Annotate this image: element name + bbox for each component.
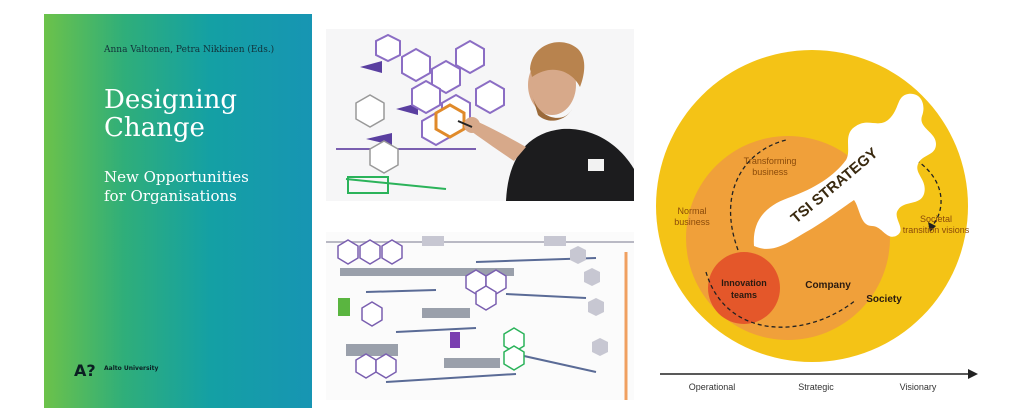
publisher-name: Aalto University [104,365,159,372]
transforming-label-1: Transforming [744,156,797,166]
transforming-label-2: business [752,167,788,177]
normal-label-2: business [674,217,710,227]
diagram-svg: TSI STRATEGY Innovation teams Company So… [656,50,978,392]
innovation-label-1: Innovation [721,278,767,288]
arrow-head-right [928,222,936,232]
business-label-3: visions [892,148,920,158]
aalto-logo: A? [74,361,96,380]
cover-subtitle-line2: for Organisations [104,187,237,205]
book-cover: Anna Valtonen, Petra Nikkinen (Eds.) Des… [44,14,312,408]
business-label-2: transformation [877,137,935,147]
business-label-1: Business [888,126,925,136]
roadmap-illustration [326,232,634,400]
innovation-circle [708,252,780,324]
cover-title: Designing Change [104,86,237,142]
company-label: Company [805,280,851,291]
cover-subtitle-line1: New Opportunities [104,168,249,186]
innovation-label-2: teams [731,290,757,300]
cover-title-line2: Change [104,113,205,143]
dashed-arc-bottom [705,271,857,328]
normal-label-1: Normal [677,206,706,216]
workshop-photo [326,29,634,201]
roadmap-image [326,232,634,400]
societal-label-1: Societal [920,214,952,224]
axis-label-operational: Operational [689,382,736,392]
tsi-strategy-diagram: TSI STRATEGY Innovation teams Company So… [646,40,986,400]
dashed-arc-right [915,159,942,227]
societal-label-2: transition visions [903,225,970,235]
cover-editors: Anna Valtonen, Petra Nikkinen (Eds.) [104,45,275,55]
cover-title-line1: Designing [104,85,237,115]
axis-label-strategic: Strategic [798,382,834,392]
workshop-photo-illustration [326,29,634,201]
cover-subtitle: New Opportunities for Organisations [104,168,249,206]
axis-arrowhead [968,369,978,379]
strategy-blob [753,93,936,249]
society-label: Society [866,294,902,305]
axis-label-visionary: Visionary [900,382,937,392]
